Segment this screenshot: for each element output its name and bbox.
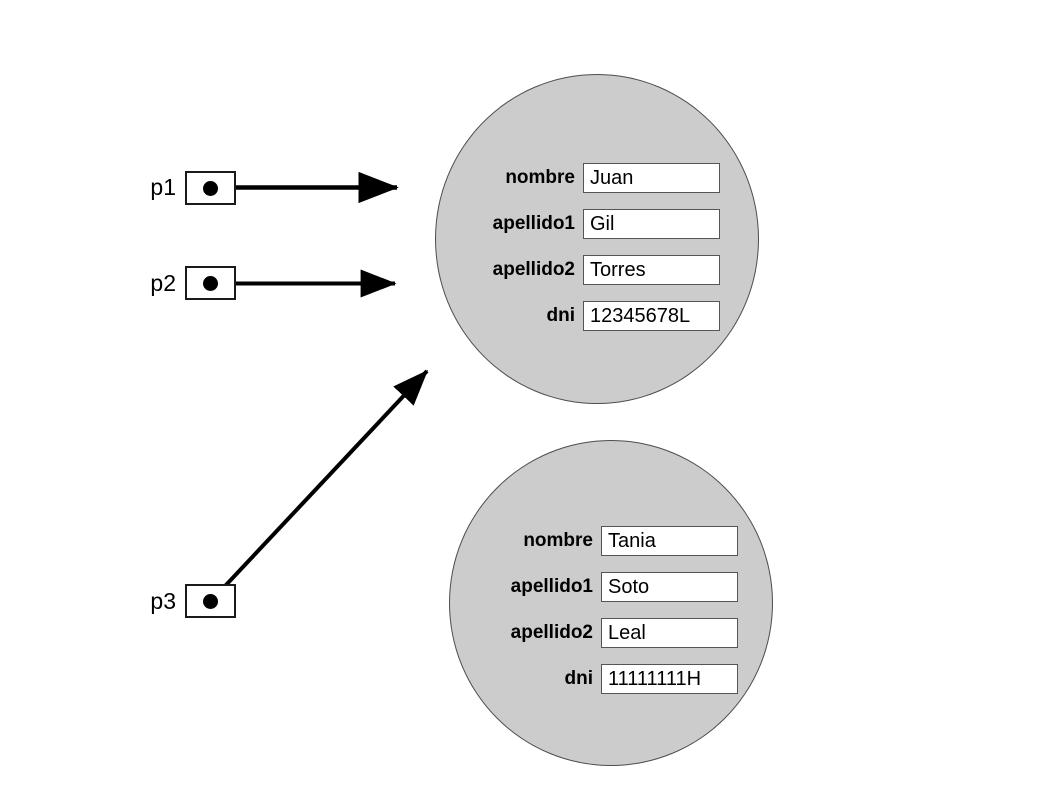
field-value-apellido1[interactable]: Gil (583, 209, 720, 239)
field-label-dni: dni (564, 668, 594, 689)
field-value-dni[interactable]: 11111111H (601, 664, 738, 694)
field-row-nombre: nombre Juan (455, 163, 720, 193)
pointer-box-p1[interactable] (185, 171, 236, 205)
field-value-apellido2[interactable]: Leal (601, 618, 738, 648)
pointer-box-p3[interactable] (185, 584, 236, 618)
field-value-nombre[interactable]: Tania (601, 526, 738, 556)
field-label-dni: dni (546, 305, 576, 326)
pointer-dot-icon (203, 275, 218, 291)
field-value-apellido2[interactable]: Torres (583, 255, 720, 285)
field-label-apellido1: apellido1 (510, 576, 593, 597)
field-row-apellido1: apellido1 Soto (473, 572, 738, 602)
object-circle-2 (449, 440, 773, 766)
field-label-apellido2: apellido2 (510, 622, 593, 643)
arrow-p3-to-object1 (209, 369, 429, 603)
field-label-nombre: nombre (523, 530, 593, 551)
field-row-dni: dni 12345678L (455, 301, 720, 331)
field-value-dni[interactable]: 12345678L (583, 301, 720, 331)
field-label-apellido1: apellido1 (492, 213, 575, 234)
pointer-dot-icon (203, 180, 218, 196)
field-label-nombre: nombre (505, 167, 575, 188)
field-row-dni: dni 11111111H (473, 664, 738, 694)
field-value-nombre[interactable]: Juan (583, 163, 720, 193)
pointer-dot-icon (203, 593, 218, 609)
field-value-apellido1[interactable]: Soto (601, 572, 738, 602)
pointer-box-p2[interactable] (185, 266, 236, 300)
field-row-apellido2: apellido2 Torres (455, 255, 720, 285)
pointer-label-p2: p2 (150, 270, 176, 296)
pointer-label-p3: p3 (150, 588, 176, 614)
field-label-apellido2: apellido2 (492, 259, 575, 280)
field-row-nombre: nombre Tania (473, 526, 738, 556)
object-circle-1 (435, 74, 759, 404)
field-row-apellido2: apellido2 Leal (473, 618, 738, 648)
field-row-apellido1: apellido1 Gil (455, 209, 720, 239)
pointer-label-p1: p1 (150, 174, 176, 200)
